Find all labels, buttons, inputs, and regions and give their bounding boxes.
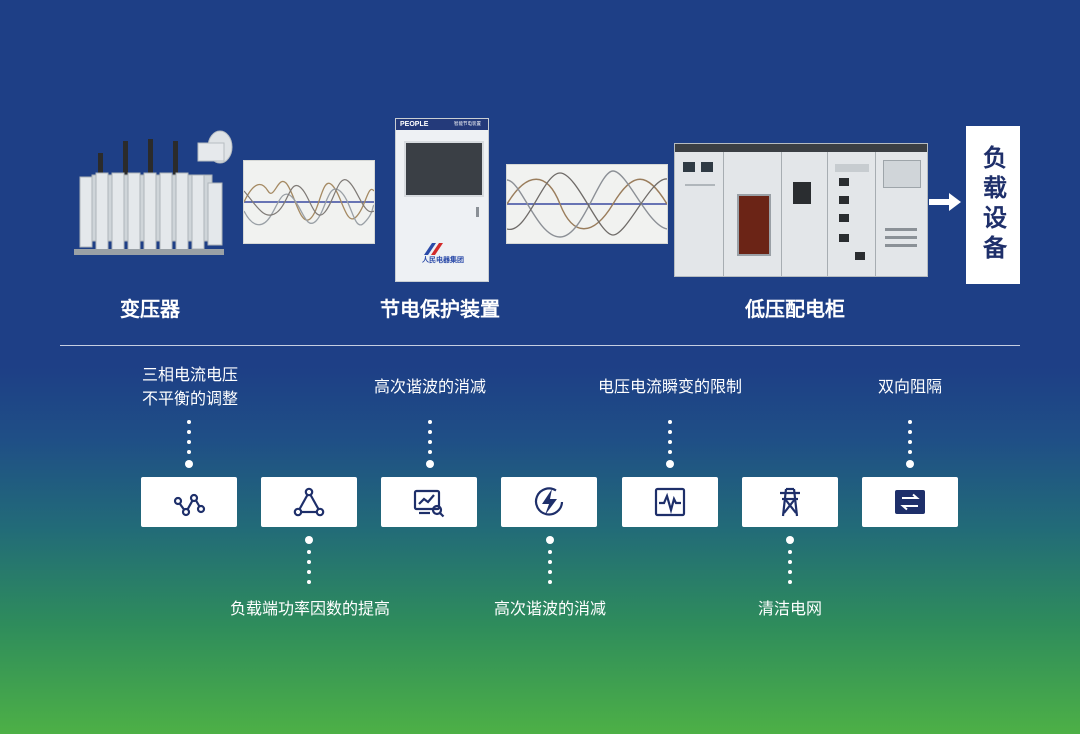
device-label: 节电保护装置: [380, 297, 500, 321]
function-label-bottom-2: 高次谐波的消减: [493, 599, 606, 618]
device-logo-icon: [422, 241, 448, 260]
connector-dots: [546, 536, 554, 584]
distorted-waveform-panel: [243, 160, 375, 244]
energy-saving-device: PEOPLE 智能节电装置 人民电器集团: [395, 118, 489, 282]
function-card-1: [141, 477, 237, 527]
load-equipment-label: 负载设备: [978, 145, 1007, 265]
connector-dots: [906, 420, 914, 468]
connector-dots: [666, 420, 674, 468]
connector-dots: [426, 420, 434, 468]
nodes-graph-icon: [173, 493, 206, 517]
cabinet-label: 低压配电柜: [745, 297, 845, 321]
function-label-top-4: 双向阻隔: [877, 377, 942, 396]
transformer-label: 变压器: [120, 297, 180, 321]
waveform-monitor-icon: [654, 487, 686, 517]
triangle-network-icon: [293, 487, 325, 517]
load-equipment-box: 负载设备: [966, 126, 1020, 284]
function-card-6: [742, 477, 838, 527]
device-panel-title: 智能节电装置: [454, 122, 481, 127]
arrow-right-icon: [929, 193, 961, 215]
section-divider: [60, 345, 1020, 346]
function-label-bottom-3: 清洁电网: [757, 599, 822, 618]
connector-dots: [786, 536, 794, 584]
device-brand: PEOPLE: [400, 121, 429, 128]
device-logo-text: 人民电器集团: [422, 256, 464, 264]
device-screen: [404, 141, 484, 197]
function-card-5: [622, 477, 718, 527]
connector-dots: [305, 536, 313, 584]
function-label-top-1: 三相电流电压 不平衡的调整: [141, 365, 238, 408]
function-label-bottom-1: 负载端功率因数的提高: [229, 599, 390, 618]
distribution-cabinet: [674, 143, 928, 277]
connector-dots: [185, 420, 193, 468]
function-card-4: [501, 477, 597, 527]
swap-arrows-icon: [895, 490, 925, 514]
power-tower-icon: [780, 487, 800, 517]
lightning-icon: [534, 487, 564, 516]
sine-waveform-panel: [506, 164, 668, 244]
transformer-illustration: [70, 125, 240, 260]
device-handle: [476, 207, 479, 217]
function-card-3: [381, 477, 477, 527]
function-card-2: [261, 477, 357, 527]
function-card-7: [862, 477, 958, 527]
function-label-top-3: 电压电流瞬变的限制: [597, 377, 742, 396]
function-label-top-2: 高次谐波的消减: [373, 377, 486, 396]
chart-search-icon: [413, 489, 445, 518]
